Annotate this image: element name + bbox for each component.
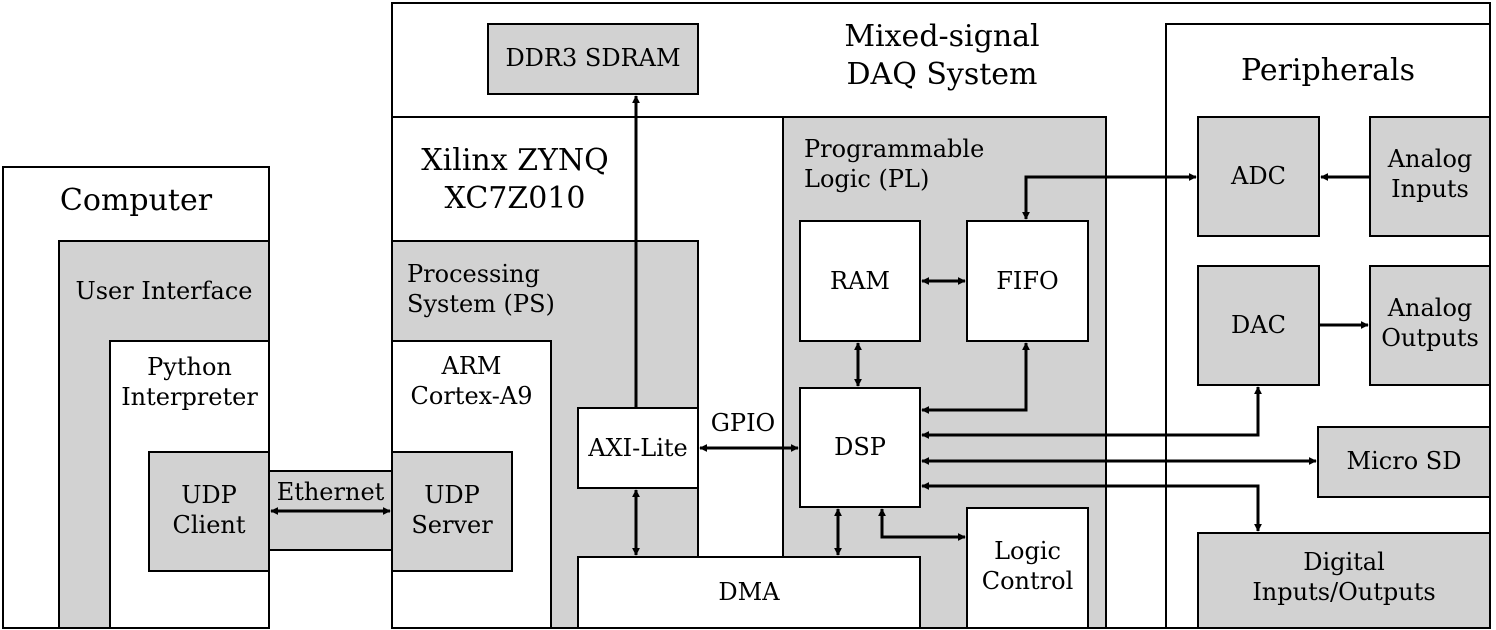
dma-box (577, 556, 921, 629)
dsp-digital-io-arrow (921, 482, 1262, 532)
dac-box (1197, 265, 1320, 386)
python-interpreter-label: Python Interpreter (121, 353, 258, 411)
user-interface-label: User Interface (75, 277, 253, 305)
ddr3-sdram-label: DDR3 SDRAM (505, 44, 681, 72)
dsp-dac-arrow (921, 386, 1262, 439)
digital-io-label: Digital Inputs/Outputs (1252, 548, 1436, 606)
adc-label: ADC (1231, 162, 1286, 190)
micro-sd-box (1317, 426, 1491, 498)
ram-label: RAM (830, 267, 890, 295)
dsp-label: DSP (834, 433, 886, 461)
axi-lite-label: AXI-Lite (588, 434, 688, 462)
peripherals-title: Peripherals (1240, 53, 1416, 88)
computer-title: Computer (59, 183, 213, 218)
ethernet-label: Ethernet (276, 478, 385, 506)
udp-client-label: UDP Client (172, 481, 246, 539)
fifo-box (966, 220, 1089, 342)
digital-io-box (1197, 532, 1491, 629)
logic-control-label: Logic Control (981, 537, 1074, 595)
analog-outputs-label: Analog Outputs (1381, 294, 1479, 352)
fifo-adc-arrow (1022, 173, 1197, 220)
gpio-label: GPIO (710, 409, 776, 437)
fifo-label: FIFO (996, 267, 1059, 295)
dac-label: DAC (1231, 311, 1286, 339)
udp-server-label: UDP Server (411, 481, 493, 539)
dma-label: DMA (718, 578, 780, 606)
ram-box (799, 220, 921, 342)
analog-inputs-label: Analog Inputs (1387, 145, 1473, 203)
daq-system-title: Mixed-signal DAQ System (844, 19, 1040, 92)
dsp-logic-control-arrow (878, 508, 966, 541)
processing-system-title: Processing System (PS) (407, 260, 555, 318)
dsp-box (799, 387, 921, 508)
analog-inputs-box (1369, 116, 1491, 237)
programmable-logic-title: Programmable Logic (PL) (804, 135, 985, 193)
micro-sd-label: Micro SD (1346, 447, 1462, 475)
analog-outputs-box (1369, 265, 1491, 386)
zynq-title: Xilinx ZYNQ XC7Z010 (421, 143, 609, 216)
axi-lite-box (577, 407, 699, 489)
ddr3-sdram-box (487, 23, 699, 95)
arm-cortex-label: ARM Cortex-A9 (410, 352, 533, 410)
udp-server-box (391, 451, 513, 572)
adc-box (1197, 116, 1320, 237)
